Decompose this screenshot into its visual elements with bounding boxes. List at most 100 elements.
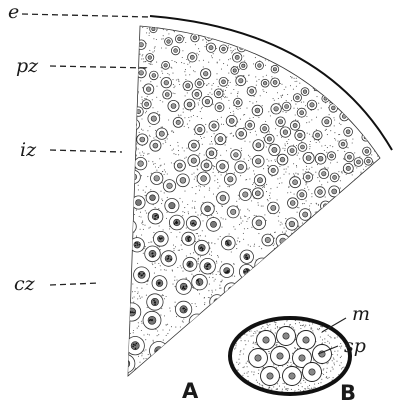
- cell: [252, 188, 263, 199]
- cell: [352, 19, 360, 27]
- cell: [175, 301, 191, 317]
- cell: [162, 61, 170, 69]
- label-pz: pz: [16, 55, 39, 77]
- cell: [354, 158, 363, 167]
- cell: [173, 117, 183, 127]
- cell: [137, 134, 148, 145]
- cell: [240, 62, 248, 70]
- cell: [268, 202, 280, 214]
- cell: [219, 45, 227, 53]
- cell: [123, 303, 141, 321]
- cell: [295, 130, 305, 140]
- cell: [150, 71, 159, 80]
- cell: [151, 172, 163, 184]
- cell: [153, 231, 168, 246]
- cell: [318, 214, 328, 224]
- cell: [271, 275, 284, 288]
- cell: [260, 124, 269, 133]
- spermatogonium: [297, 331, 316, 350]
- cell: [301, 88, 309, 96]
- cell: [143, 84, 153, 94]
- cell: [305, 37, 312, 44]
- cell: [150, 140, 161, 151]
- cell: [253, 140, 264, 151]
- cell: [127, 170, 140, 183]
- cell: [165, 38, 173, 46]
- cell: [220, 264, 234, 278]
- cell: [192, 274, 208, 290]
- cell: [268, 165, 278, 175]
- cell: [294, 250, 306, 262]
- cell: [386, 185, 394, 193]
- cell: [339, 140, 347, 148]
- cell: [375, 100, 384, 109]
- cell: [188, 155, 200, 167]
- cell: [150, 25, 157, 32]
- cell: [368, 324, 378, 334]
- cell: [195, 79, 204, 88]
- cell: [129, 119, 140, 130]
- cell: [322, 117, 332, 127]
- cell: [231, 67, 239, 75]
- cell: [161, 78, 171, 88]
- cell: [239, 264, 254, 279]
- cell: [330, 173, 339, 182]
- cell: [384, 197, 393, 206]
- cell: [146, 191, 159, 204]
- cell: [126, 29, 133, 36]
- cell: [363, 147, 371, 155]
- cell: [196, 332, 213, 349]
- cell: [171, 46, 179, 54]
- cell: [130, 52, 138, 60]
- cell: [383, 369, 393, 379]
- cell: [355, 371, 367, 383]
- cell: [150, 365, 169, 384]
- cell: [315, 187, 326, 198]
- cell: [165, 199, 179, 213]
- cell: [364, 157, 372, 165]
- cell: [277, 154, 288, 165]
- cell: [147, 294, 163, 310]
- cell: [380, 56, 388, 64]
- cell: [265, 134, 275, 144]
- leader-pz: [50, 66, 150, 68]
- cell: [217, 192, 230, 205]
- cell: [236, 128, 247, 139]
- cell: [184, 99, 195, 110]
- cell: [263, 30, 270, 37]
- spermatogonium: [257, 331, 276, 350]
- cell: [378, 354, 390, 366]
- cell: [379, 320, 389, 330]
- cell: [364, 284, 374, 294]
- cell: [367, 264, 378, 275]
- cell: [271, 78, 280, 87]
- cell: [329, 186, 340, 197]
- cell: [340, 112, 349, 121]
- cell: [252, 216, 265, 229]
- cell: [206, 148, 217, 159]
- spermatogonium: [283, 367, 302, 386]
- spermatogonium: [271, 347, 290, 366]
- cell: [370, 22, 378, 30]
- cell: [331, 276, 342, 287]
- cell: [316, 34, 323, 41]
- cell: [227, 206, 239, 218]
- cell: [262, 234, 274, 246]
- cell: [209, 347, 224, 362]
- label-e: e: [8, 1, 19, 23]
- cell: [378, 241, 388, 251]
- cell: [202, 96, 212, 106]
- cell: [214, 89, 223, 98]
- cell: [176, 279, 191, 294]
- cell: [351, 47, 359, 55]
- label-cz: cz: [14, 273, 36, 295]
- cell: [192, 90, 202, 100]
- label-iz: iz: [20, 139, 37, 161]
- cell: [175, 35, 183, 43]
- cell: [299, 209, 311, 221]
- cell: [201, 69, 211, 79]
- spermatogonium: [303, 363, 322, 382]
- cell: [194, 240, 209, 255]
- cell: [234, 98, 243, 107]
- cell: [145, 246, 161, 262]
